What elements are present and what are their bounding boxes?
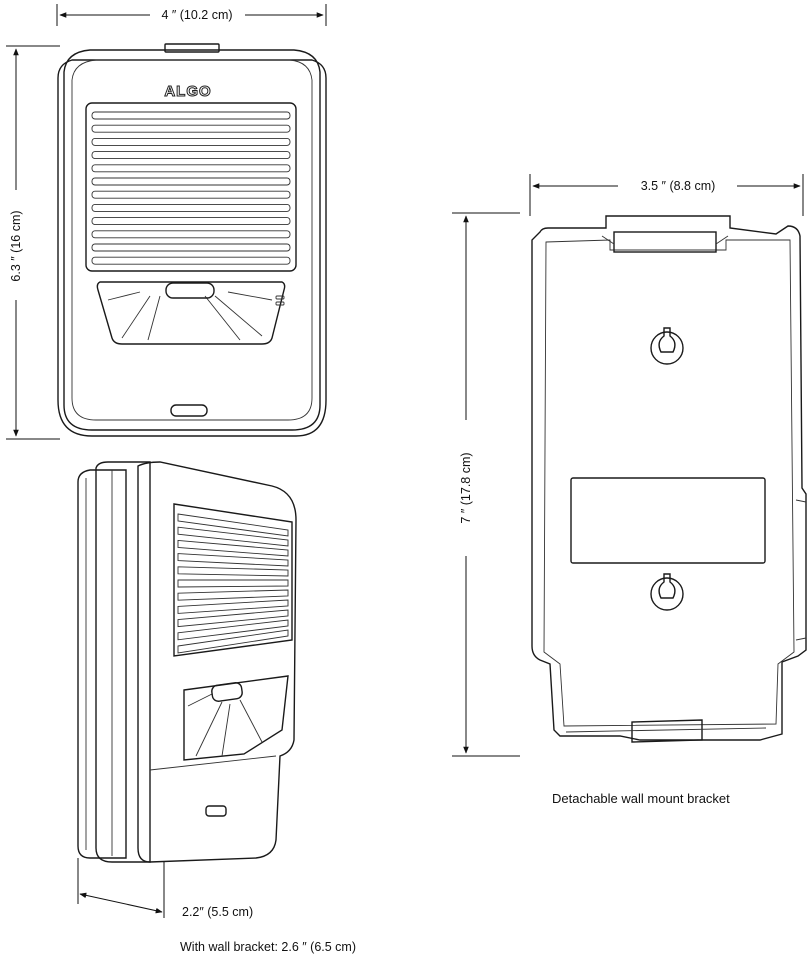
wall-mount-bracket: [531, 215, 807, 743]
side-led-slot: [205, 805, 227, 817]
side-call-button: [211, 682, 243, 702]
keyhole-slot-lower: [650, 573, 684, 611]
bracket-width-dimension: 3.5 ″ (8.8 cm): [529, 174, 804, 216]
front-width-label: 4 ″ (10.2 cm): [161, 8, 232, 22]
label-window: [570, 477, 766, 564]
grille-slat: [91, 124, 291, 133]
status-led-slot: [170, 404, 208, 417]
side-grille-slat: [177, 579, 289, 588]
call-button: [165, 282, 215, 299]
grille-slat: [91, 111, 291, 120]
side-depth-dimension: 2.2″ (5.5 cm) With wall bracket: 2.6 ″ (…: [77, 858, 356, 954]
side-grille-slat: [177, 566, 289, 577]
grille-slat: [91, 203, 291, 212]
front-view-speaker: ALGO: [57, 43, 327, 437]
grille-slat: [91, 137, 291, 146]
bracket-height-label: 7 ″ (17.8 cm): [459, 452, 473, 523]
side-grille-slat: [177, 553, 289, 567]
grille-slat: [91, 151, 291, 160]
side-grille-slats: [177, 513, 289, 654]
front-height-label: 6.3 ″ (16 cm): [9, 210, 23, 281]
brand-logo: ALGO: [164, 83, 211, 100]
bracket-height-dimension: 7 ″ (17.8 cm): [452, 212, 520, 757]
bracket-width-label: 3.5 ″ (8.8 cm): [641, 179, 716, 193]
grille-slat: [91, 164, 291, 173]
bottom-latch: [631, 719, 703, 743]
grille-slat: [91, 230, 291, 239]
grille-slat: [91, 243, 291, 252]
light-rays: [107, 291, 273, 341]
side-grille-slat: [177, 539, 289, 557]
front-height-dimension: 6.3 ″ (16 cm): [6, 45, 60, 440]
side-grille-slat: [177, 513, 289, 537]
side-depth-label: 2.2″ (5.5 cm): [182, 905, 253, 919]
grille-slats: [91, 111, 291, 265]
side-grille-slat: [177, 619, 289, 641]
grille-slat: [91, 256, 291, 265]
grille-slat: [91, 177, 291, 186]
top-latch: [613, 231, 717, 253]
side-grille-slat: [177, 589, 289, 601]
side-grille-slat: [177, 629, 289, 654]
grille-slat: [91, 190, 291, 199]
front-width-dimension: 4 ″ (10.2 cm): [56, 4, 327, 26]
side-grille-slat: [177, 609, 289, 628]
side-grille-slat: [177, 526, 289, 547]
keyhole-slot-upper: [650, 327, 684, 365]
bracket-caption: Detachable wall mount bracket: [552, 791, 730, 806]
side-grille-slat: [177, 599, 289, 614]
grille-slat: [91, 217, 291, 226]
bracket-depth-label: With wall bracket: 2.6 ″ (6.5 cm): [180, 940, 356, 954]
side-view-speaker: [77, 461, 297, 863]
